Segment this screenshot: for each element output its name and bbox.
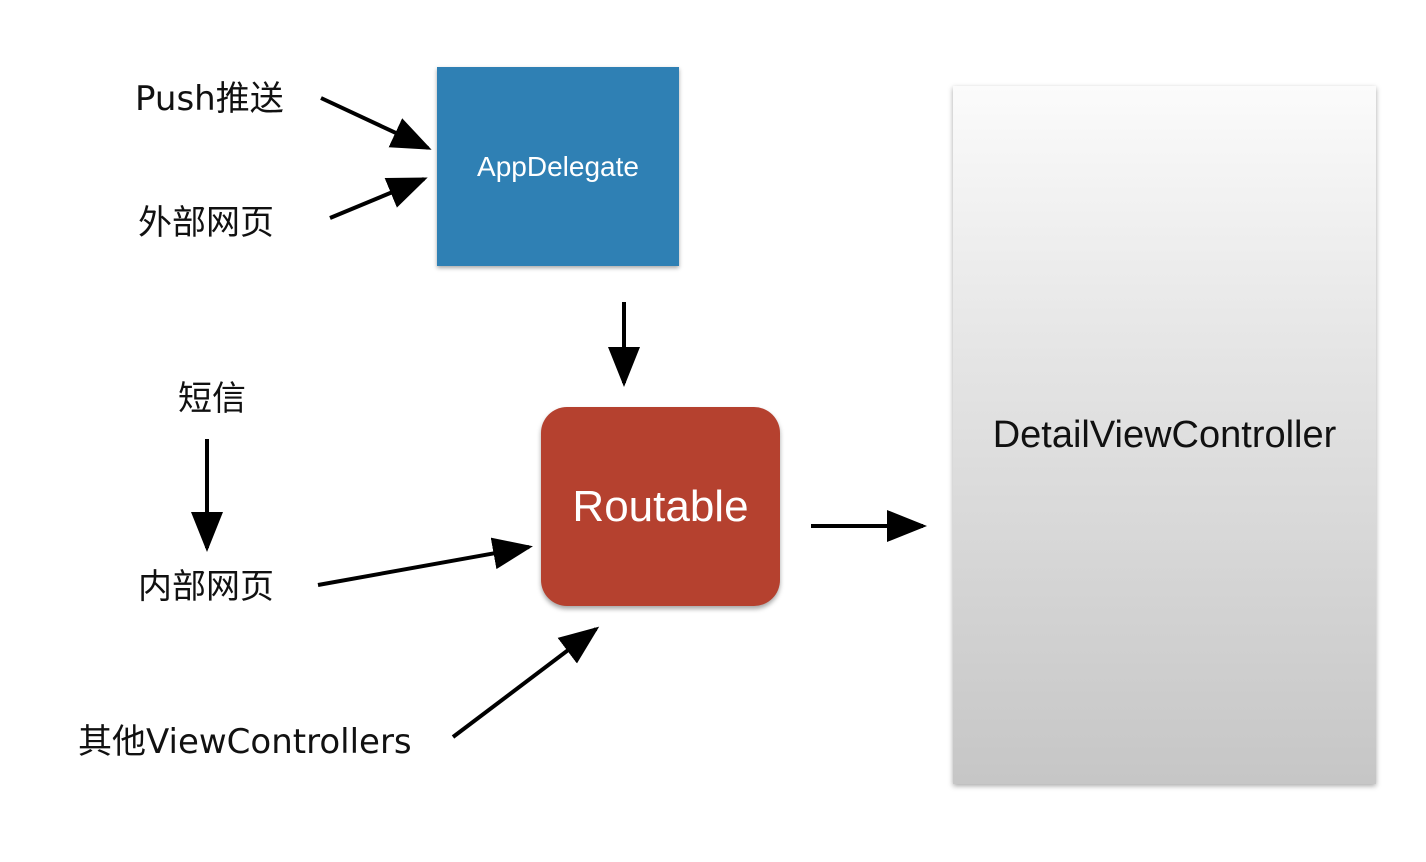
routable-label: Routable	[572, 481, 749, 531]
appdelegate-node: AppDelegate	[437, 67, 679, 266]
arrow-push-to-appdelegate	[320, 96, 432, 150]
external-web-label: 外部网页	[138, 203, 274, 243]
arrow-other-vcs-to-routable	[451, 626, 600, 739]
detail-viewcontroller-label: DetailViewController	[992, 414, 1337, 456]
routable-node: Routable	[541, 407, 780, 606]
other-viewcontrollers-label: 其他ViewControllers	[78, 722, 412, 762]
arrow-internal-web-to-routable	[317, 537, 533, 587]
arrow-external-web-to-appdelegate	[329, 177, 428, 220]
sms-label: 短信	[178, 379, 246, 419]
push-notification-label: Push推送	[135, 79, 284, 119]
detail-viewcontroller-node: DetailViewController	[953, 86, 1376, 784]
internal-web-label: 内部网页	[138, 567, 274, 607]
appdelegate-label: AppDelegate	[477, 150, 639, 182]
